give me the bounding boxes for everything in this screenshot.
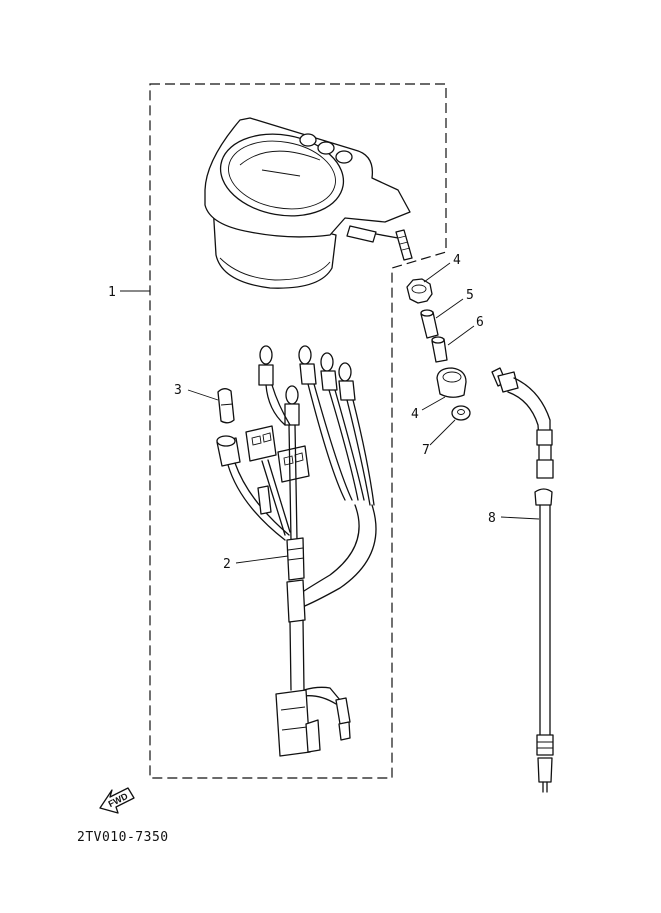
callout-6: 6 [476, 315, 484, 330]
gear-nut-lower [436, 367, 467, 398]
bulb-socket-3 [217, 388, 235, 424]
bushing-5 [420, 309, 439, 339]
speedometer-cable [491, 367, 554, 793]
drawing-code: 2TV010-7350 [77, 830, 169, 845]
callout-1: 1 [108, 285, 116, 300]
wire-harness [216, 345, 377, 757]
callout-2: 2 [223, 557, 231, 572]
gear-nut-upper [406, 278, 433, 304]
callouts: 1 2 3 4 5 6 4 7 8 [108, 253, 496, 572]
leader-lines [120, 262, 540, 564]
callout-3: 3 [174, 383, 182, 398]
washer-7 [451, 405, 471, 421]
speedometer-assembly [204, 117, 413, 289]
fwd-arrow: FWD [99, 787, 135, 814]
callout-7: 7 [422, 443, 430, 458]
callout-8: 8 [488, 511, 496, 526]
callout-5: 5 [466, 288, 474, 303]
callout-4-upper: 4 [453, 253, 461, 268]
bushing-6 [431, 336, 448, 363]
callout-4-lower: 4 [411, 407, 419, 422]
